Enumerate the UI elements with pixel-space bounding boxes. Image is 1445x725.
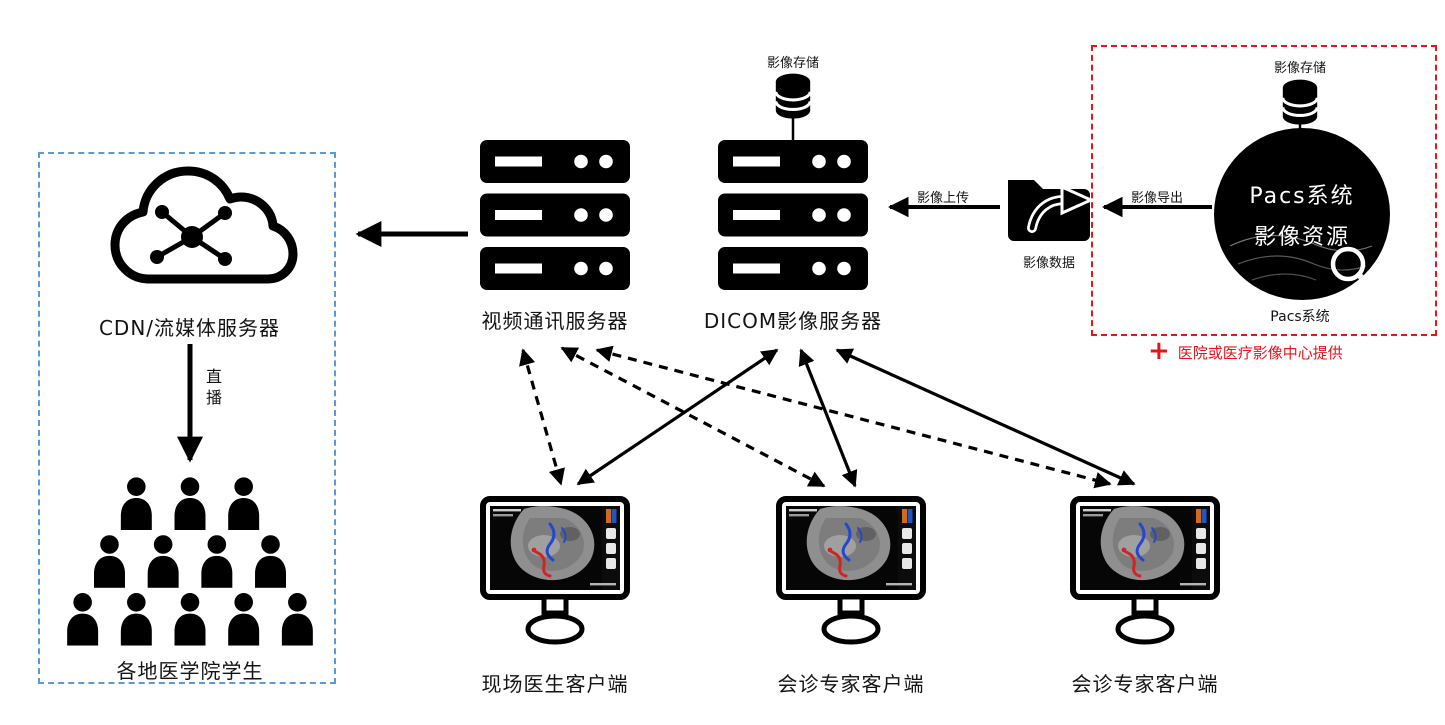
pacs-system-node: Pacs系统 影像资源 (1214, 128, 1390, 300)
network-node-icon (150, 205, 232, 266)
folder-transfer-icon (1008, 180, 1094, 241)
dicom-database-icon (772, 72, 814, 120)
client-label-3: 会诊专家客户端 (1071, 672, 1219, 696)
client-label-1: 现场医生客户端 (481, 672, 629, 696)
upload-arrow-label: 影像上传 (916, 191, 969, 206)
students-group-icon (67, 477, 313, 646)
magnifier-icon (1330, 246, 1376, 292)
pacs-provider-box (1091, 45, 1437, 336)
arrow-video-client-2 (560, 346, 826, 488)
pacs-caption: Pacs系统 (1270, 309, 1330, 325)
client-monitor-1 (478, 494, 632, 656)
students-broadcast-box (38, 152, 336, 684)
arrow-dicom-client-3 (835, 348, 1136, 486)
dicom-server-label: DICOM影像服务器 (703, 309, 883, 333)
export-arrow-label: 影像导出 (1130, 191, 1183, 206)
students-label: 各地医学院学生 (116, 659, 264, 683)
pacs-storage-label: 影像存储 (1273, 61, 1326, 76)
cdn-cloud-icon (110, 166, 298, 284)
pacs-circle-title-line1: Pacs系统 (1249, 183, 1355, 209)
client-label-2: 会诊专家客户端 (777, 672, 925, 696)
folder-label: 影像数据 (1022, 256, 1075, 271)
provider-note-text: 医院或医疗影像中心提供 (1177, 344, 1343, 362)
client-monitor-2 (774, 494, 928, 656)
video-server-label: 视频通讯服务器 (481, 309, 629, 333)
provider-note: + 医院或医疗影像中心提供 (1148, 336, 1438, 367)
pacs-circle-title-line2: 影像资源 (1253, 224, 1350, 250)
arrow-video-client-1 (519, 348, 565, 486)
dicom-server-icon (718, 140, 868, 290)
pacs-database-icon (1279, 78, 1321, 126)
arrow-dicom-client-2 (798, 348, 858, 488)
live-stream-label: 直播 (203, 368, 222, 410)
client-monitor-3 (1068, 494, 1222, 656)
plus-icon: + (1148, 336, 1170, 367)
arrow-dicom-client-1 (576, 348, 779, 486)
cdn-server-label: CDN/流媒体服务器 (98, 316, 281, 340)
video-server-icon (480, 140, 630, 290)
arrow-video-client-3 (595, 345, 1112, 489)
dicom-storage-label: 影像存储 (766, 56, 819, 71)
